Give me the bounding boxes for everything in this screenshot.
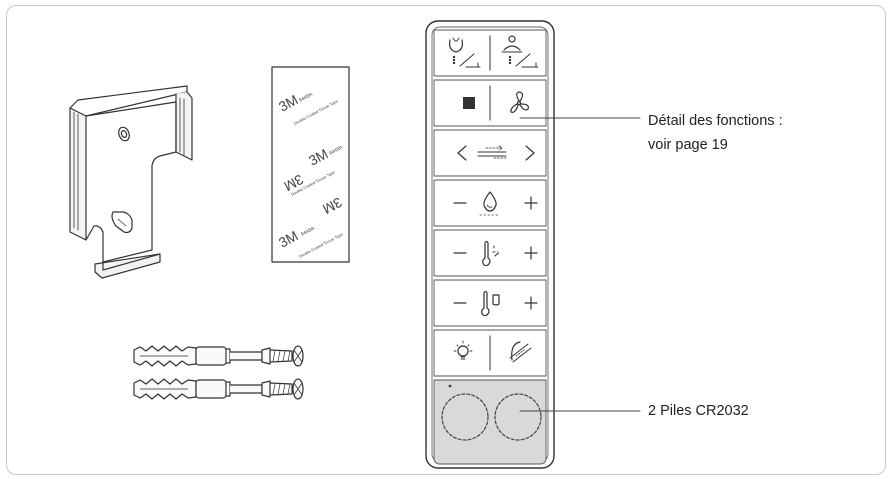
- water-pressure-row: [433, 179, 547, 227]
- front-wash-icon[interactable]: [501, 35, 539, 68]
- chevron-left-icon[interactable]: [457, 145, 467, 161]
- battery-compartment: [433, 379, 547, 465]
- thermometer-seat-icon[interactable]: [481, 290, 500, 317]
- light-cleaning-row: [433, 329, 547, 377]
- light-bulb-icon[interactable]: [453, 340, 473, 360]
- remote-control: [425, 20, 555, 469]
- indicator-led: [448, 384, 452, 388]
- rear-wash-icon[interactable]: [449, 37, 481, 68]
- wash-buttons-row: [433, 29, 547, 77]
- plus-icon[interactable]: [524, 296, 538, 310]
- plus-icon[interactable]: [524, 246, 538, 260]
- stop-button[interactable]: [463, 97, 475, 109]
- battery-slot-1: [441, 393, 489, 441]
- wall-plug-1: [133, 345, 304, 367]
- fan-icon[interactable]: [510, 91, 529, 113]
- nozzle-icon[interactable]: [477, 145, 507, 159]
- wall-bracket: [69, 85, 193, 279]
- callout-functions: Détail des fonctions : voir page 19: [648, 109, 783, 157]
- wall-plug-2: [133, 378, 304, 400]
- thermometer-water-icon[interactable]: [482, 240, 499, 267]
- adhesive-tape: 3M 9448A Double Coated Tissue Tape 3M 94…: [271, 66, 350, 263]
- callout-functions-line1: Détail des fonctions :: [648, 113, 783, 129]
- chevron-right-icon[interactable]: [525, 145, 535, 161]
- battery-slot-2: [494, 393, 542, 441]
- callout-functions-line2: voir page 19: [648, 137, 728, 153]
- nozzle-cleaning-icon[interactable]: [509, 341, 532, 363]
- seat-temperature-row: [433, 279, 547, 327]
- figure-frame: [6, 5, 886, 475]
- stop-dryer-row: [433, 79, 547, 127]
- water-temperature-row: [433, 229, 547, 277]
- callout-batteries: 2 Piles CR2032: [648, 403, 749, 419]
- plus-icon[interactable]: [524, 196, 538, 210]
- nozzle-position-row: [433, 129, 547, 177]
- water-drop-icon[interactable]: [479, 191, 501, 216]
